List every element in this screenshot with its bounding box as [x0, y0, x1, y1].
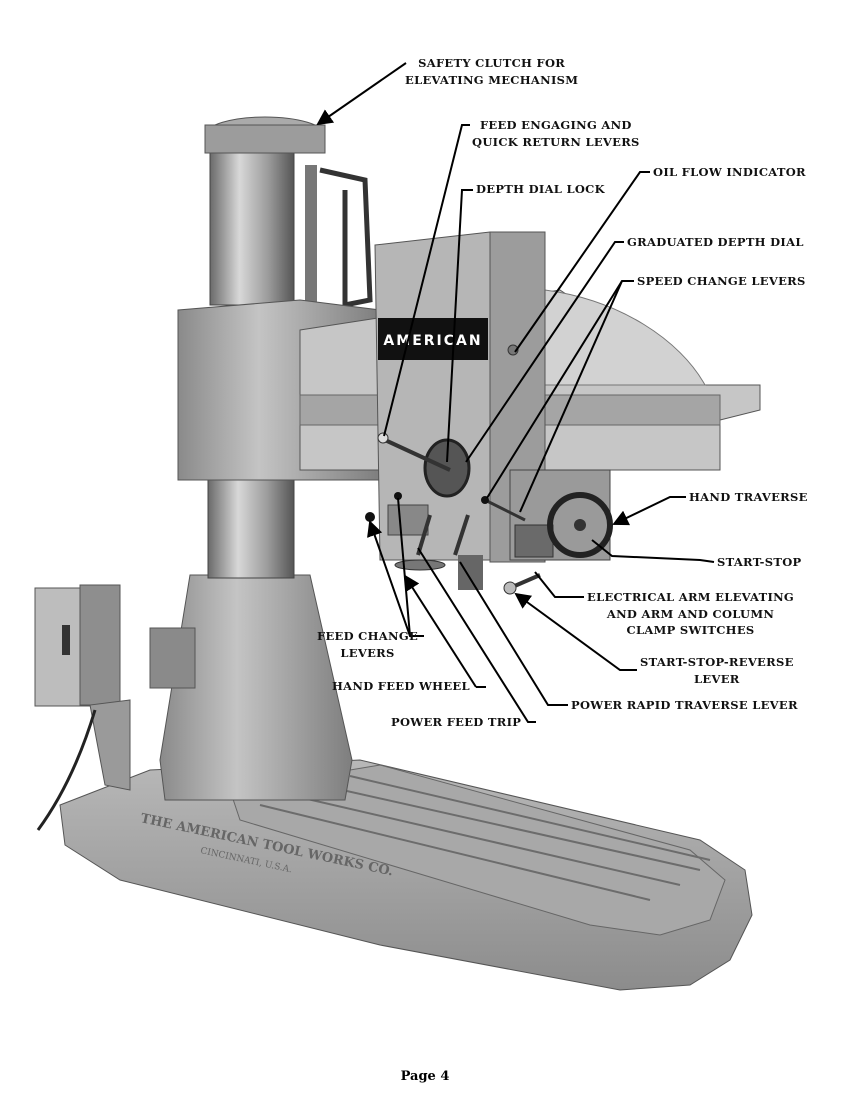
- callout-start-stop-reverse: START-STOP-REVERSE LEVER: [640, 654, 794, 687]
- machine-base: THE AMERICAN TOOL WORKS CO. CINCINNATI, …: [59, 759, 753, 991]
- callout-speed-change-levers: SPEED CHANGE LEVERS: [637, 274, 806, 288]
- callout-power-rapid-traverse: POWER RAPID TRAVERSE LEVER: [571, 698, 798, 712]
- callout-oil-flow-indicator: OIL FLOW INDICATOR: [653, 165, 806, 179]
- callout-start-stop: START-STOP: [717, 555, 802, 569]
- callout-line: START-STOP-REVERSE: [640, 655, 794, 669]
- callout-line: CLAMP SWITCHES: [626, 623, 755, 637]
- callout-line: LEVER: [694, 671, 740, 686]
- callout-line: ELEVATING MECHANISM: [405, 72, 579, 87]
- callout-line: LEVERS: [340, 645, 395, 660]
- callout-power-feed-trip: POWER FEED TRIP: [391, 715, 522, 729]
- callout-feed-change-levers: FEED CHANGE LEVERS: [317, 628, 418, 661]
- badge-text: AMERICAN: [383, 333, 482, 349]
- callout-feed-engaging: FEED ENGAGING AND QUICK RETURN LEVERS: [472, 117, 640, 150]
- callout-line: AND ARM AND COLUMN: [606, 606, 775, 621]
- callout-line: QUICK RETURN LEVERS: [472, 134, 640, 149]
- callout-graduated-depth-dial: GRADUATED DEPTH DIAL: [627, 235, 804, 249]
- callout-line: SAFETY CLUTCH FOR: [418, 56, 566, 70]
- column-base: [159, 574, 353, 801]
- callout-line: FEED ENGAGING AND: [479, 118, 632, 132]
- callout-line: FEED CHANGE: [317, 629, 419, 643]
- lower-column: [207, 477, 295, 579]
- callout-hand-feed-wheel: HAND FEED WHEEL: [332, 679, 470, 693]
- callout-depth-dial-lock: DEPTH DIAL LOCK: [476, 182, 605, 196]
- callout-line: ELECTRICAL ARM ELEVATING: [587, 590, 795, 604]
- page-number: Page 4: [400, 1069, 450, 1084]
- callout-electrical-switches: ELECTRICAL ARM ELEVATING AND ARM AND COL…: [587, 589, 794, 639]
- callout-hand-traverse: HAND TRAVERSE: [689, 490, 808, 504]
- upper-column: [209, 144, 295, 306]
- electrical-control-box: [34, 584, 131, 831]
- callout-safety-clutch: SAFETY CLUTCH FOR ELEVATING MECHANISM: [405, 55, 578, 88]
